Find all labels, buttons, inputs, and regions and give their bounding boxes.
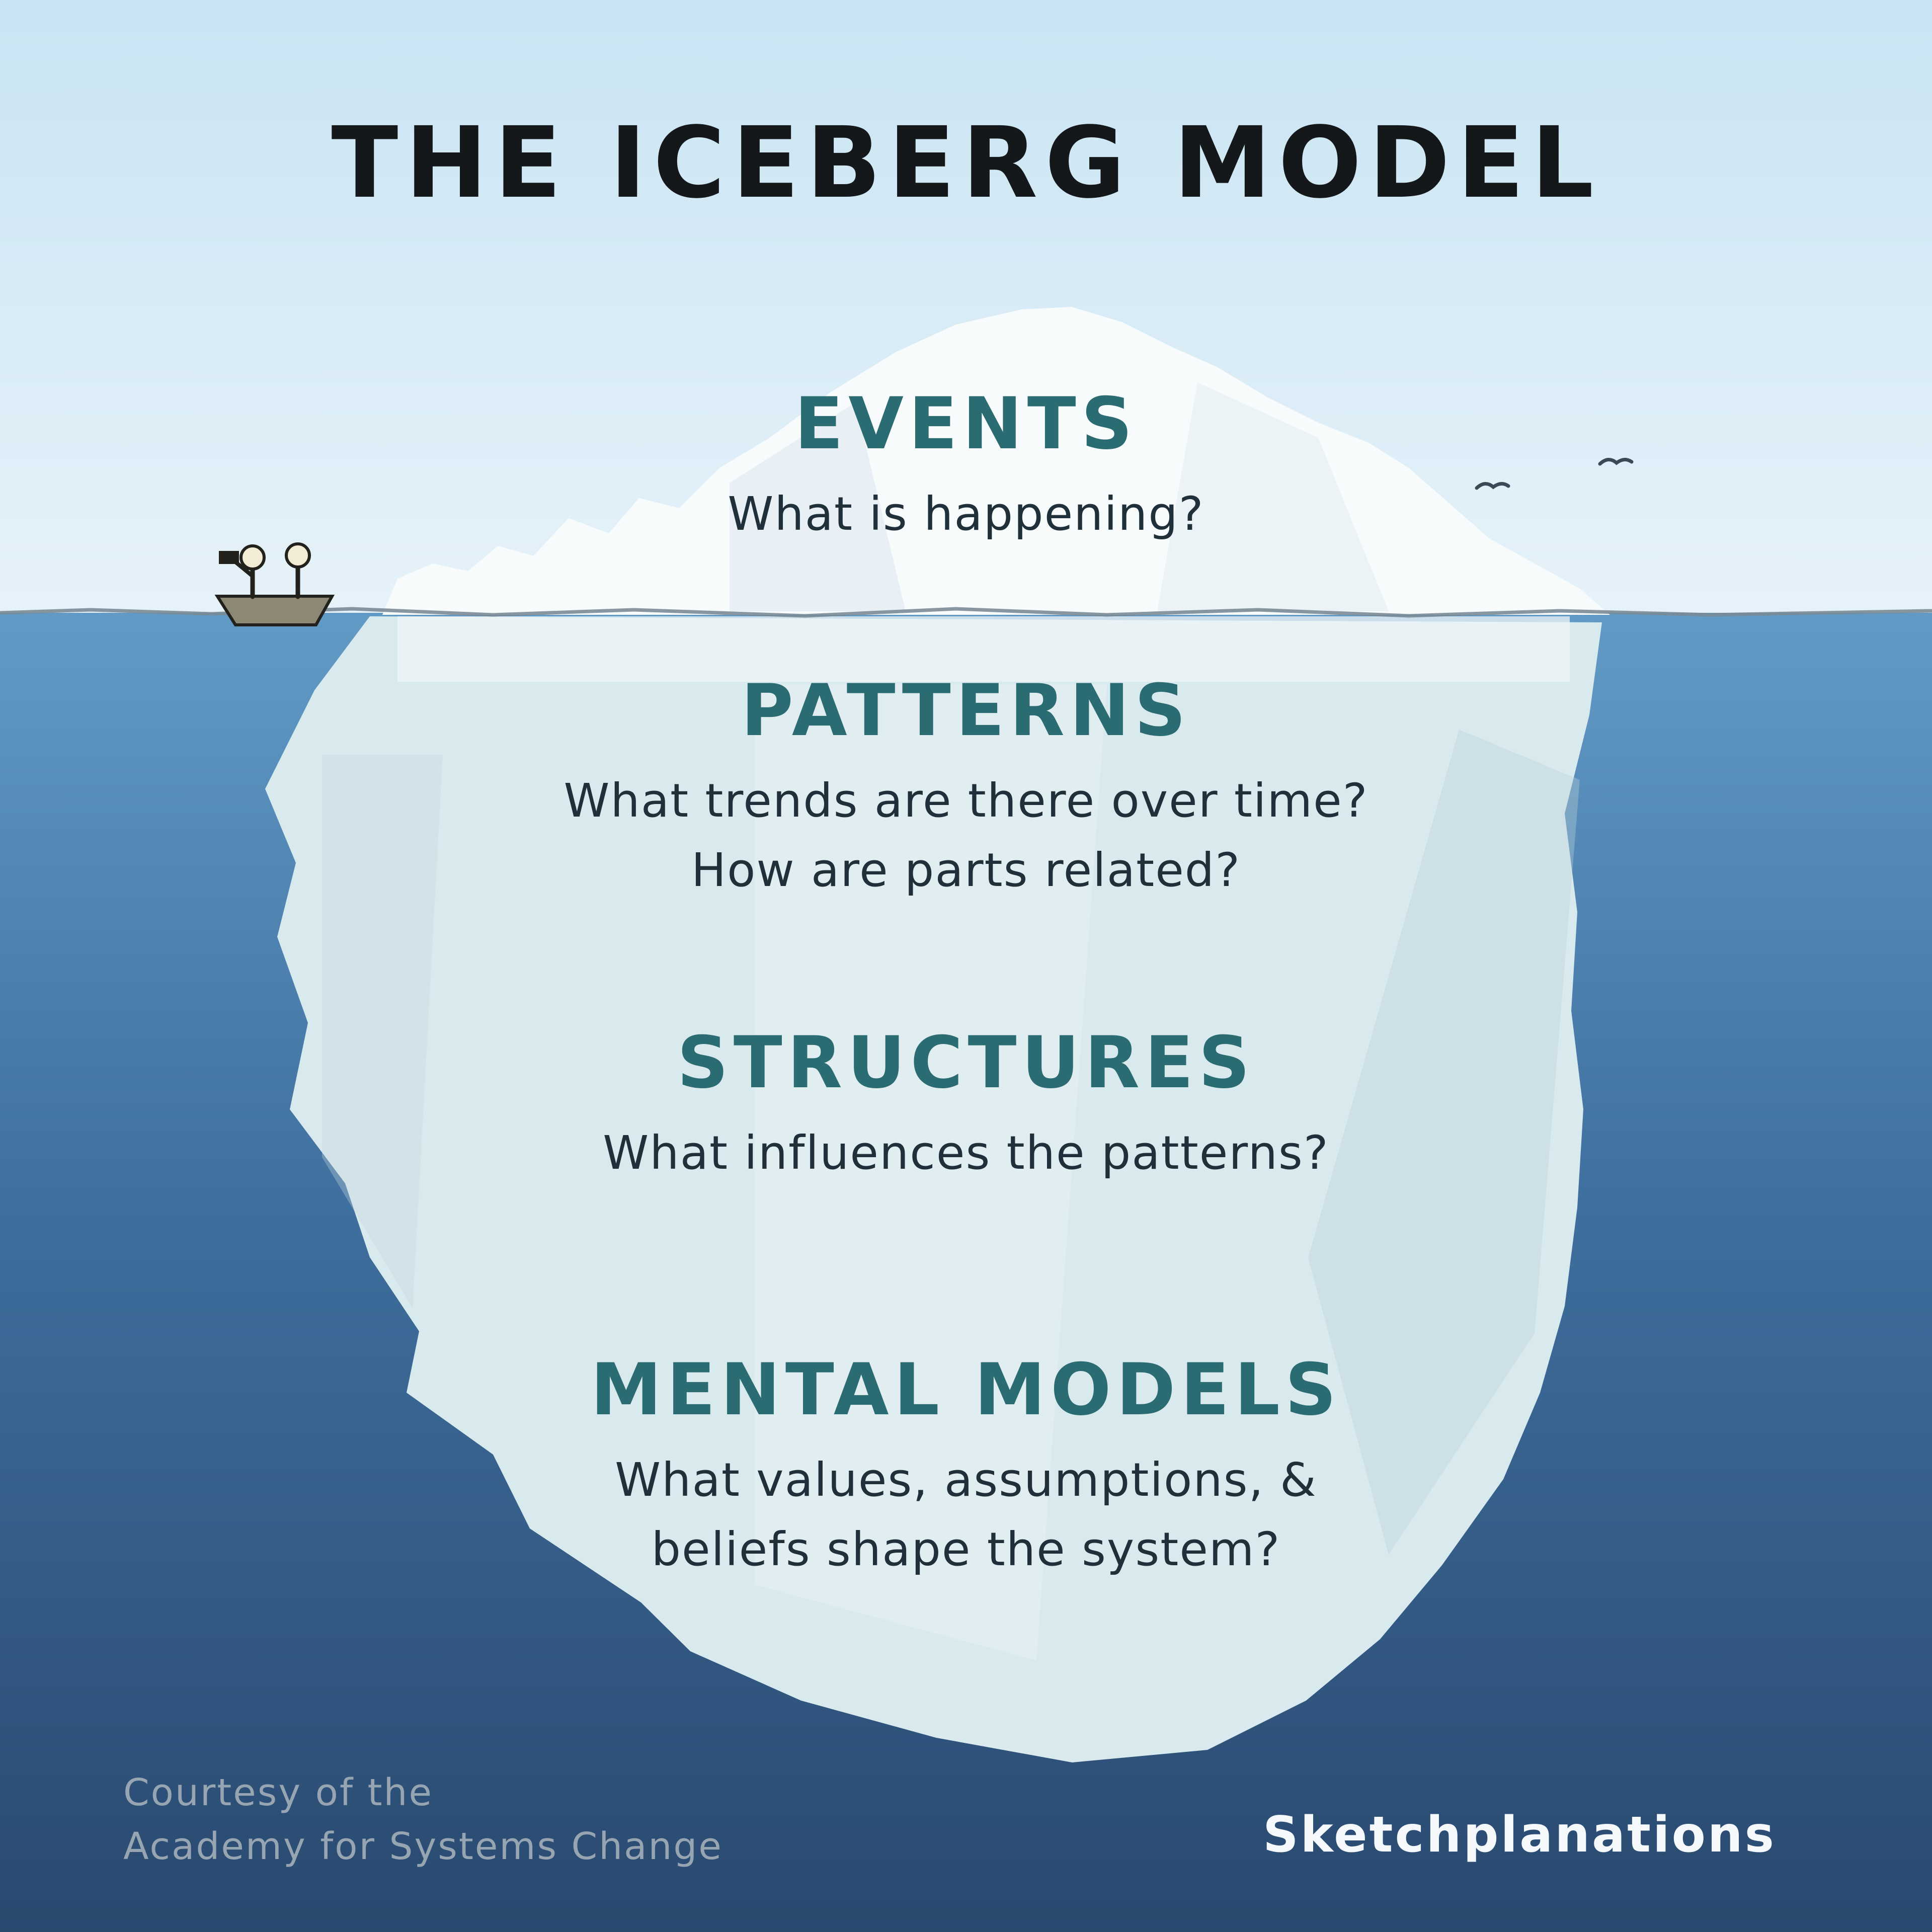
iceberg-below-water [265,616,1602,1762]
brand-signature: Sketchplanations [1263,1806,1776,1864]
section-mental-models: MENTAL MODELS What values, assumptions, … [0,1348,1932,1584]
section-events: EVENTS What is happening? [0,382,1932,549]
credit-line-1: Courtesy of the [123,1771,433,1814]
distant-birds-icon [1475,458,1634,490]
credit-note: Courtesy of the Academy for Systems Chan… [123,1766,723,1874]
section-question: How are parts related? [691,843,1241,897]
section-patterns: PATTERNS What trends are there over time… [0,669,1932,905]
credit-line-2: Academy for Systems Change [123,1825,723,1869]
section-question: What influences the patterns? [603,1126,1329,1180]
section-question: What values, assumptions, & [615,1453,1317,1507]
section-question: beliefs shape the system? [651,1522,1281,1576]
section-question: What trends are there over time? [564,774,1369,828]
section-heading-events: EVENTS [794,382,1138,465]
section-heading-mental-models: MENTAL MODELS [590,1348,1342,1431]
iceberg-above-water [382,307,1610,615]
page-title: THE ICEBERG MODEL [331,106,1601,220]
rowboat-with-two-observers-icon [214,542,335,626]
section-heading-patterns: PATTERNS [741,669,1191,752]
section-structures: STRUCTURES What influences the patterns? [0,1021,1932,1188]
section-question: What is happening? [728,487,1204,541]
section-heading-structures: STRUCTURES [677,1021,1255,1104]
